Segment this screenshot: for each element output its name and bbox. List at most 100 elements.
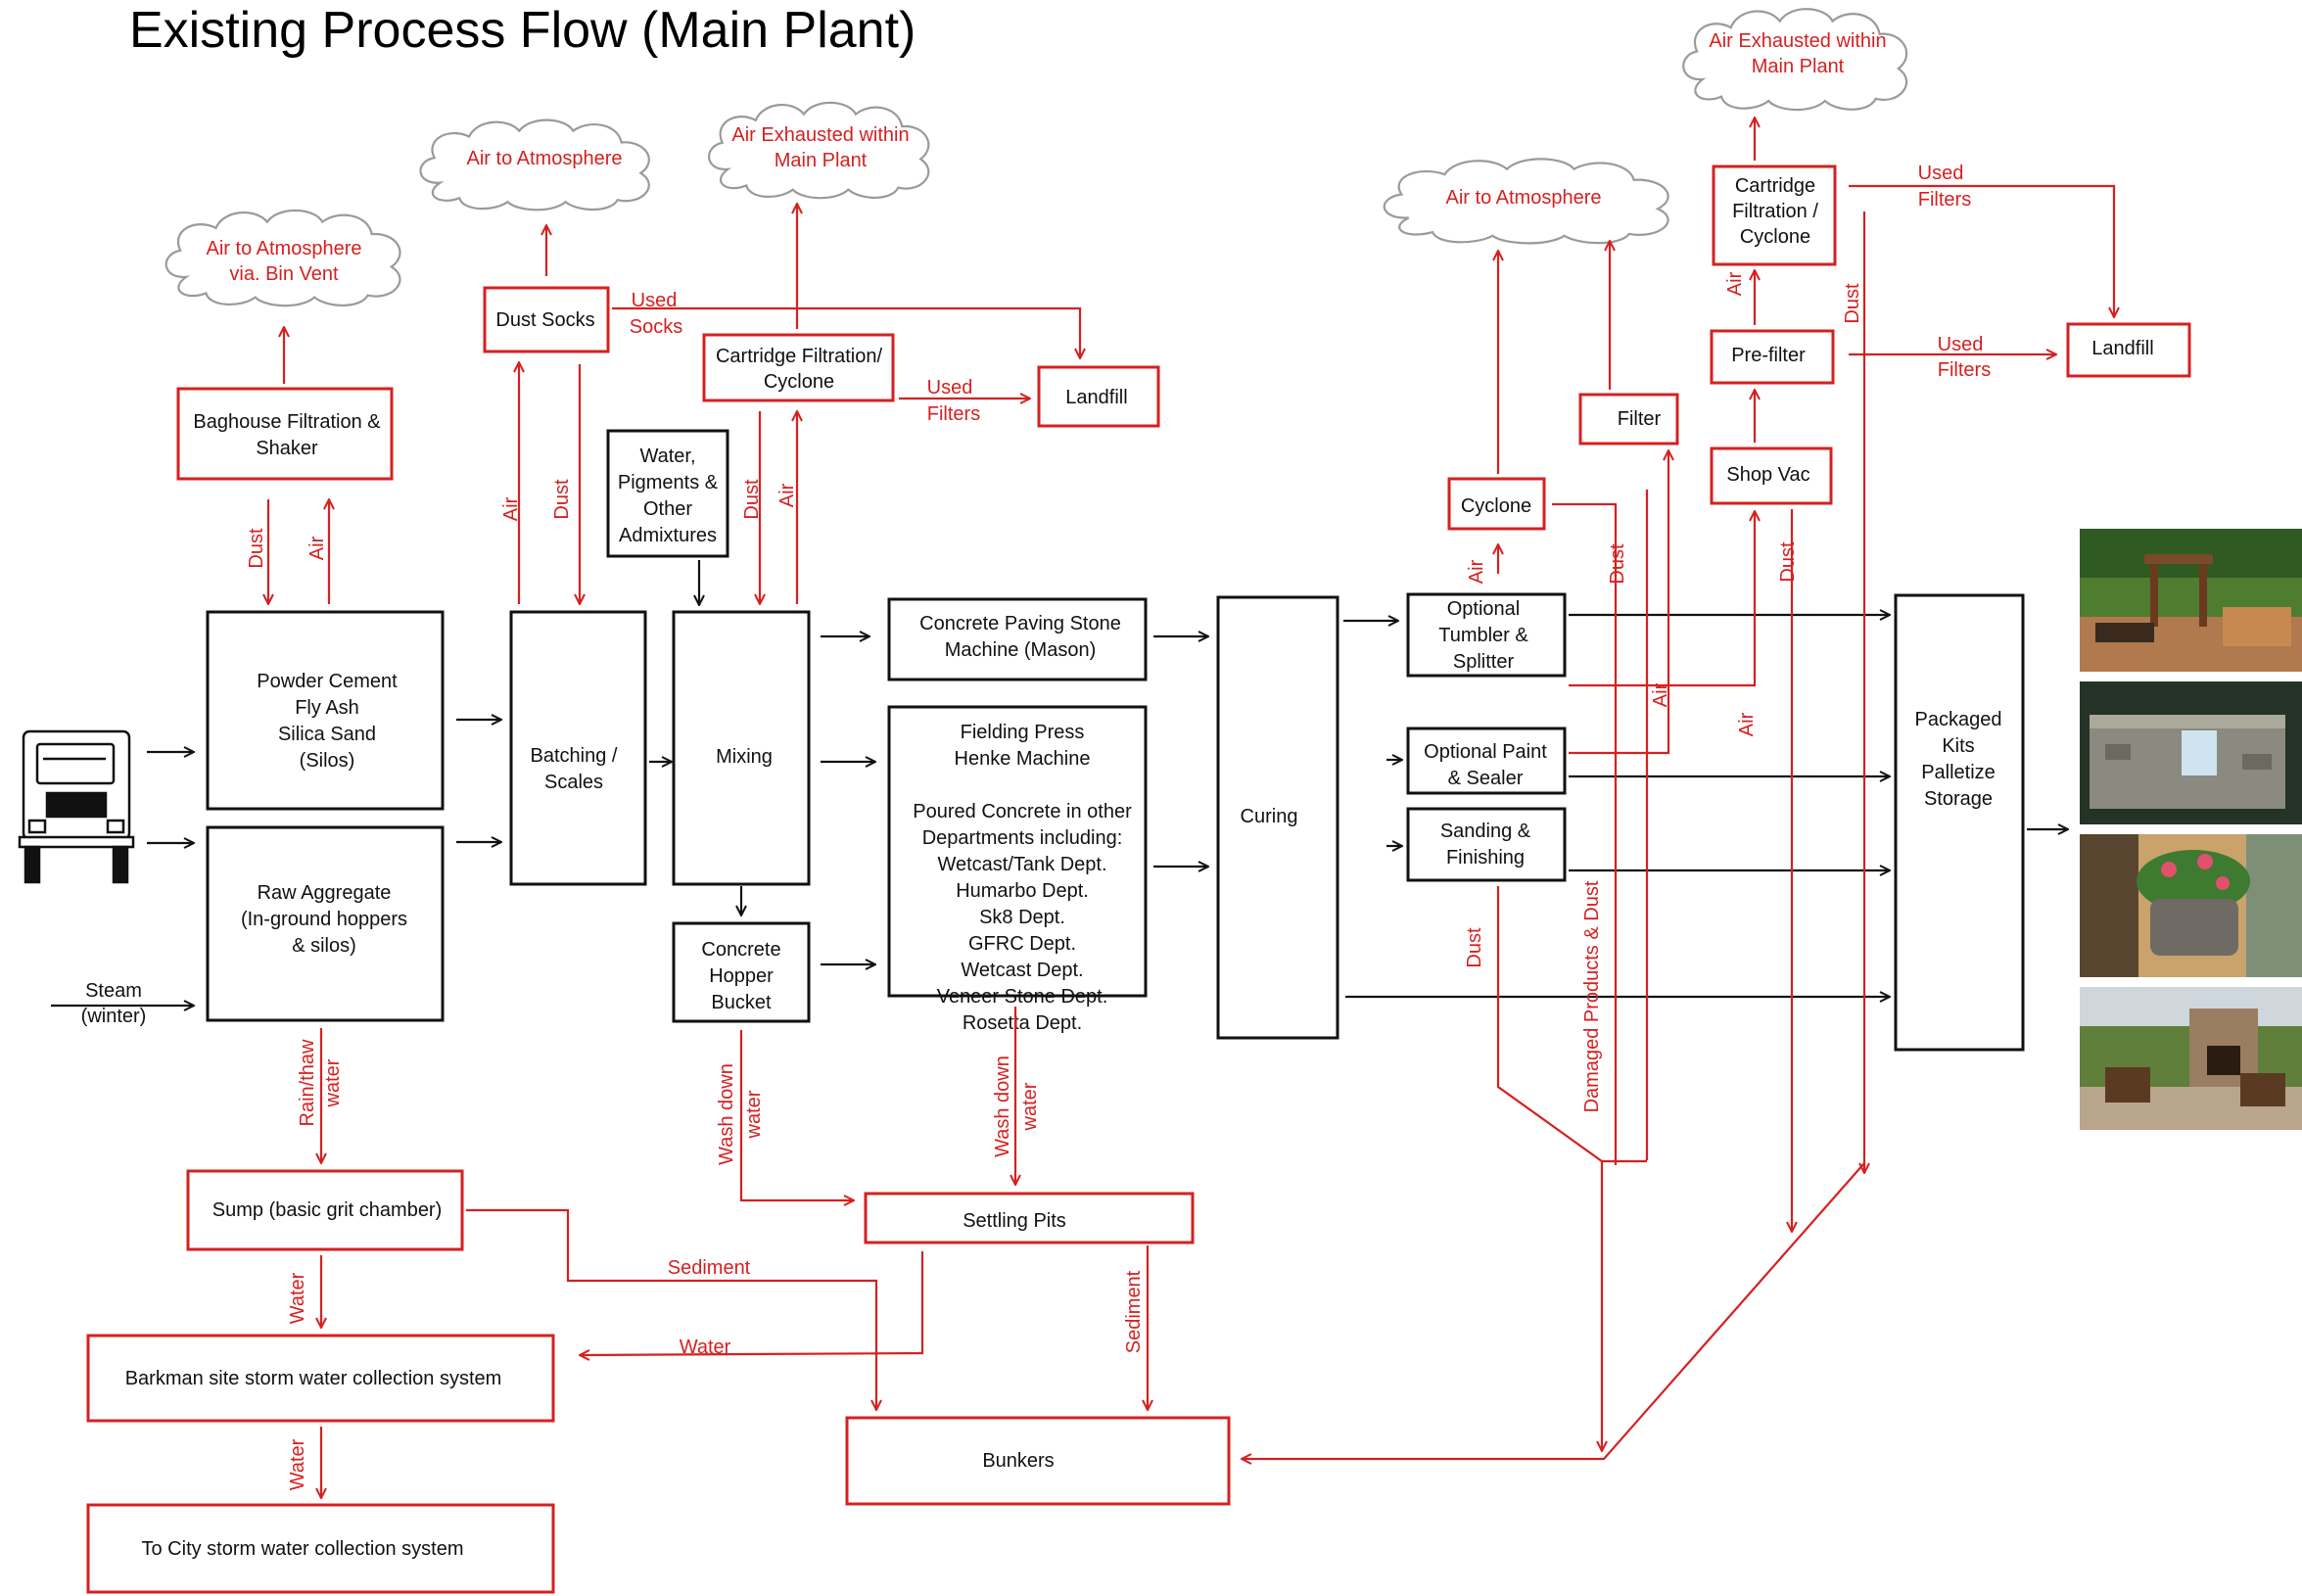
- dust-label-cartridge: Dust: [1842, 283, 1863, 324]
- svg-text:Cyclone: Cyclone: [1461, 495, 1531, 517]
- dust-label-cyclone: Dust: [1607, 543, 1628, 585]
- svg-text:Filters: Filters: [1938, 359, 1991, 381]
- planter-photo: [2080, 834, 2302, 977]
- concrete-hopper-bucket-box: Concrete Hopper Bucket: [672, 921, 811, 1023]
- svg-text:Used: Used: [1938, 334, 1984, 355]
- svg-text:Concrete: Concrete: [701, 939, 780, 961]
- svg-text:Optional: Optional: [1447, 598, 1521, 620]
- svg-text:Pigments &: Pigments &: [618, 472, 719, 493]
- dust-label-socks: Dust: [551, 479, 573, 520]
- batching-scales-box: Batching / Scales: [509, 610, 647, 886]
- svg-text:Sanding &: Sanding &: [1440, 821, 1531, 842]
- dust-socks-box: Dust Socks: [483, 286, 610, 353]
- air-label-shop-vac: Air: [1736, 712, 1758, 736]
- svg-text:Used: Used: [927, 377, 973, 399]
- shop-vac-box: Shop Vac: [1710, 446, 1833, 505]
- wash-down-right-line1: Wash down: [992, 1056, 1013, 1157]
- svg-text:Other: Other: [643, 498, 692, 520]
- air-label-mixing: Air: [776, 483, 798, 507]
- svg-text:Shaker: Shaker: [256, 438, 318, 459]
- svg-text:Machine (Mason): Machine (Mason): [945, 639, 1097, 661]
- svg-text:Sk8 Dept.: Sk8 Dept.: [979, 907, 1065, 928]
- svg-text:Kits: Kits: [1942, 735, 1974, 757]
- svg-text:Air Exhausted within: Air Exhausted within: [731, 124, 909, 146]
- paint-sealer-box: Optional Paint & Sealer: [1406, 727, 1567, 795]
- svg-text:Hopper: Hopper: [709, 965, 774, 987]
- cyclone-box: Cyclone: [1447, 477, 1546, 531]
- svg-text:Air Exhausted within: Air Exhausted within: [1709, 30, 1886, 52]
- svg-text:GFRC Dept.: GFRC Dept.: [968, 933, 1076, 955]
- dust-label-sanding: Dust: [1464, 927, 1485, 968]
- packaged-storage-box: Packaged Kits Palletize Storage: [1894, 593, 2025, 1052]
- svg-text:Raw Aggregate: Raw Aggregate: [258, 882, 392, 904]
- cloud-air-to-atmosphere-right: Air to Atmosphere: [1383, 158, 1669, 245]
- svg-text:Concrete Paving Stone: Concrete Paving Stone: [919, 613, 1121, 634]
- steam-label: Steam (winter): [81, 980, 147, 1027]
- svg-text:(winter): (winter): [81, 1006, 147, 1027]
- svg-text:Batching /: Batching /: [531, 745, 618, 767]
- mixing-box: Mixing: [672, 610, 811, 886]
- cartridge-filtration-mixing-box: Cartridge Filtration/ Cyclone: [702, 333, 895, 402]
- cartridge-filtration-right-box: Cartridge Filtration / Cyclone: [1712, 164, 1837, 266]
- svg-text:Henke Machine: Henke Machine: [955, 748, 1091, 770]
- air-label-baghouse: Air: [306, 536, 328, 560]
- water-label-storm: Water: [287, 1438, 308, 1490]
- landfill-mixing-box: Landfill: [1037, 365, 1160, 428]
- svg-text:Departments including:: Departments including:: [922, 827, 1123, 849]
- wash-down-left-line1: Wash down: [716, 1063, 737, 1165]
- process-flow-arrows: [51, 560, 2068, 1006]
- svg-text:Rosetta Dept.: Rosetta Dept.: [963, 1012, 1082, 1034]
- svg-text:Shop Vac: Shop Vac: [1726, 464, 1809, 486]
- wash-down-right-line2: water: [1019, 1082, 1041, 1131]
- svg-text:Cyclone: Cyclone: [1740, 226, 1810, 248]
- svg-text:Fly Ash: Fly Ash: [295, 697, 359, 719]
- fireplace-patio-photo: [2080, 987, 2302, 1130]
- svg-text:Filters: Filters: [927, 403, 980, 425]
- svg-text:& Sealer: & Sealer: [1448, 768, 1524, 789]
- svg-text:Splitter: Splitter: [1453, 651, 1515, 673]
- damaged-products-label: Damaged Products & Dust: [1581, 880, 1603, 1112]
- svg-text:Steam: Steam: [85, 980, 142, 1002]
- svg-text:Mixing: Mixing: [716, 746, 773, 768]
- svg-text:Bunkers: Bunkers: [982, 1450, 1054, 1472]
- dust-label-baghouse: Dust: [246, 528, 267, 569]
- svg-text:& silos): & silos): [292, 935, 356, 957]
- svg-text:Wetcast Dept.: Wetcast Dept.: [961, 960, 1083, 981]
- svg-text:Humarbo Dept.: Humarbo Dept.: [956, 880, 1089, 902]
- truck-icon: [18, 729, 135, 884]
- silos-box: Powder Cement Fly Ash Silica Sand (Silos…: [206, 610, 445, 811]
- svg-text:Admixtures: Admixtures: [619, 525, 717, 546]
- svg-text:Storage: Storage: [1924, 788, 1993, 810]
- filter-box: Filter: [1578, 393, 1679, 446]
- waste-flow-arrows: [268, 117, 2114, 1498]
- water-label: Water: [680, 1337, 731, 1358]
- svg-text:Optional Paint: Optional Paint: [1424, 741, 1547, 763]
- svg-text:Socks: Socks: [630, 316, 682, 338]
- svg-text:Scales: Scales: [544, 772, 603, 793]
- water-feature-photo: [2080, 681, 2302, 824]
- svg-text:Powder Cement: Powder Cement: [257, 671, 398, 692]
- sediment-label: Sediment: [668, 1257, 751, 1279]
- svg-text:Silica Sand: Silica Sand: [278, 724, 376, 745]
- pre-filter-box: Pre-filter: [1710, 329, 1835, 385]
- svg-text:Main Plant: Main Plant: [1752, 56, 1845, 77]
- svg-text:Main Plant: Main Plant: [775, 150, 868, 171]
- city-storm-water-box: To City storm water collection system: [86, 1503, 555, 1594]
- svg-text:Air to Atmosphere: Air to Atmosphere: [207, 238, 362, 259]
- svg-text:(Silos): (Silos): [300, 750, 355, 772]
- svg-text:Water,: Water,: [639, 446, 695, 467]
- raw-aggregate-box: Raw Aggregate (In-ground hoppers & silos…: [206, 825, 445, 1022]
- svg-text:Fielding Press: Fielding Press: [961, 722, 1085, 743]
- svg-text:via. Bin Vent: via. Bin Vent: [229, 263, 339, 285]
- svg-text:Cyclone: Cyclone: [764, 371, 834, 393]
- svg-text:Curing: Curing: [1241, 806, 1298, 827]
- svg-text:Veneer Stone Dept.: Veneer Stone Dept.: [937, 986, 1108, 1008]
- svg-text:To City storm water collection: To City storm water collection system: [142, 1538, 464, 1560]
- curing-box: Curing: [1216, 595, 1339, 1040]
- svg-text:Dust Socks: Dust Socks: [495, 309, 594, 331]
- air-label-filter: Air: [1650, 682, 1671, 707]
- svg-text:Settling Pits: Settling Pits: [963, 1210, 1066, 1232]
- sump-box: Sump (basic grit chamber): [186, 1169, 464, 1251]
- used-filters-mixing-label: Used Filters: [927, 377, 981, 425]
